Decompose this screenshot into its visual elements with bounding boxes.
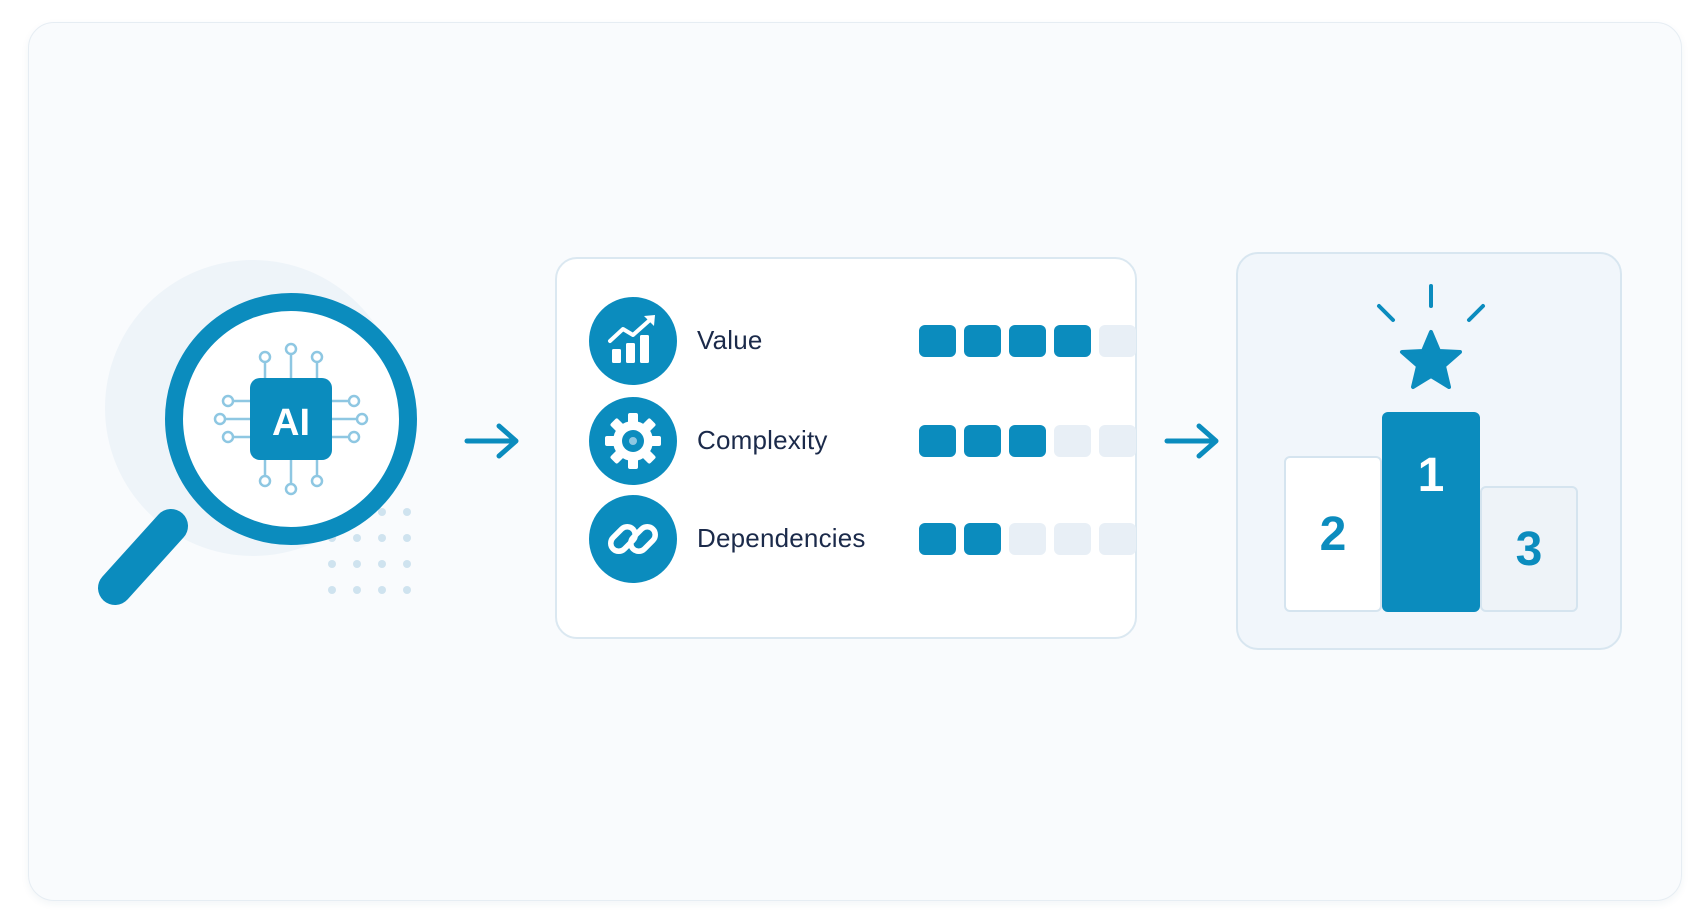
arrow-right-icon [1164,423,1219,459]
chart-growth-icon [589,297,677,385]
criterion-label: Dependencies [697,523,866,553]
score-block-filled [919,523,956,555]
score-block-filled [964,325,1001,357]
score-block-filled [964,425,1001,457]
criterion-complexity-row: Complexity [589,397,1136,487]
ai-chip-label: AI [272,402,310,444]
link-icon [589,495,677,583]
score-block-empty [1009,523,1046,555]
criterion-dependencies-row: Dependencies [589,495,1136,585]
score-block-empty [1054,523,1091,555]
ai-magnifier-illustration: AI [95,238,475,638]
star-burst-icon [1377,284,1485,389]
podium-third-place: 3 [1480,486,1578,612]
score-bar [919,425,1136,457]
ranking-podium-panel: 2 3 1 [1236,252,1622,650]
score-block-filled [964,523,1001,555]
podium-second-place: 2 [1284,456,1382,612]
score-block-filled [1054,325,1091,357]
criterion-value-row: Value [589,297,1136,387]
score-block-empty [1054,425,1091,457]
magnifier-handle [98,509,188,605]
criterion-label: Complexity [697,425,828,455]
score-block-empty [1099,523,1136,555]
criteria-panel: Value Complexity [555,257,1137,639]
score-bar [919,523,1136,555]
score-block-filled [1009,425,1046,457]
score-bar [919,325,1136,357]
score-block-empty [1099,325,1136,357]
arrow-right-icon [464,423,519,459]
score-block-empty [1099,425,1136,457]
gear-icon [589,397,677,485]
score-block-filled [919,325,956,357]
ai-chip [250,378,332,460]
score-block-filled [919,425,956,457]
podium-first-place: 1 [1382,412,1480,612]
score-block-filled [1009,325,1046,357]
criterion-label: Value [697,325,763,355]
